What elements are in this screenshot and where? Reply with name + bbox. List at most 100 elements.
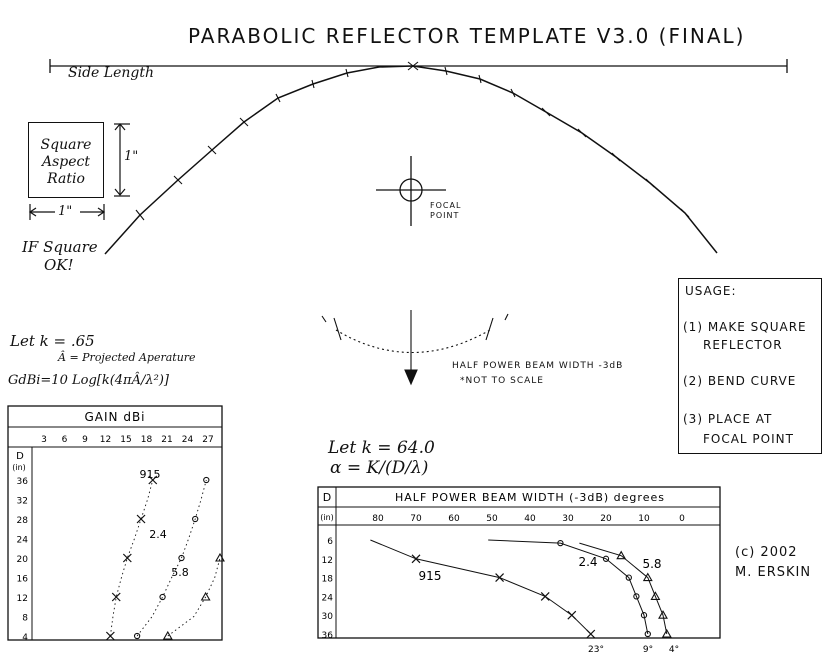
beam-chart-x-tick-label: 20 (600, 514, 612, 524)
beam-data-point (650, 591, 661, 600)
usage-step: (1) MAKE SQUARE (683, 320, 807, 334)
beam-chart-x-tick-label: 80 (372, 514, 384, 524)
beam-data-point (411, 554, 421, 564)
aspect-width-label: 1" (58, 204, 73, 219)
gain-chart-x-tick-label: 18 (141, 435, 153, 445)
beam-data-point (640, 612, 648, 619)
beam-end-label: 4° (669, 645, 679, 655)
focal-point-label: FOCAL (430, 201, 462, 210)
beam-chart-frame (317, 486, 721, 639)
beam-width-note: HALF POWER BEAM WIDTH -3dB (452, 361, 624, 371)
gain-chart-y-tick-label: 4 (22, 633, 28, 643)
beam-chart-y-header: D (323, 491, 331, 504)
beam-series-label: 5.8 (642, 557, 661, 571)
not-to-scale-note: *NOT TO SCALE (460, 376, 544, 386)
gain-data-point (148, 475, 158, 485)
beam-formula: α = K/(D/λ) (330, 458, 429, 478)
gain-data-point (215, 552, 225, 562)
usage-step: FOCAL POINT (703, 432, 794, 446)
page-title: PARABOLIC REFLECTOR TEMPLATE V3.0 (FINAL… (188, 24, 746, 48)
gain-chart-x-tick-label: 27 (202, 435, 213, 445)
gain-chart-x-tick-label: 6 (62, 435, 68, 445)
ok-label: OK! (44, 256, 74, 274)
beam-data-point (567, 610, 577, 620)
beam-let-k: Let k = 64.0 (328, 438, 435, 458)
gain-chart-y-tick-label: 8 (22, 614, 28, 624)
aspect-dimension-arrows (28, 123, 130, 220)
usage-step: (2) BEND CURVE (683, 374, 797, 388)
gain-chart-y-tick-label: 28 (17, 516, 29, 526)
gain-formula: GdBi=10 Log[k(4πÂ/λ²)] (8, 373, 169, 388)
aspect-ratio-box: Square Aspect Ratio (28, 122, 104, 198)
gain-data-point (192, 515, 199, 523)
side-length-label: Side Length (68, 65, 154, 81)
beam-data-point (633, 593, 640, 600)
gain-series-label: 2.4 (149, 528, 167, 541)
gain-chart-y-header: D (16, 451, 24, 462)
gain-series-line (136, 479, 207, 637)
gain-chart-y-tick-label: 32 (17, 497, 28, 507)
gain-data-point (133, 632, 141, 640)
beam-chart-y-tick-label: 6 (327, 537, 333, 547)
gain-data-point (200, 591, 211, 601)
copyright-author: M. ERSKIN (735, 565, 812, 580)
gain-data-point (122, 553, 132, 563)
beam-data-point (644, 630, 651, 638)
usage-title: USAGE: (685, 284, 737, 298)
gain-series-line (167, 557, 221, 637)
gain-chart-y-tick-label: 16 (17, 575, 29, 585)
beam-end-label: 9° (643, 645, 653, 655)
gain-chart-y-unit: (in) (12, 463, 26, 472)
usage-box: USAGE: (1) MAKE SQUARE REFLECTOR (2) BEN… (678, 278, 822, 454)
usage-step: REFLECTOR (703, 338, 783, 352)
beam-end-label: 23° (588, 645, 604, 655)
beam-chart-x-tick-label: 70 (410, 514, 422, 524)
beam-chart-x-tick-label: 40 (524, 514, 536, 524)
beam-data-point (661, 628, 672, 638)
beam-data-point (658, 610, 668, 619)
copyright-year: (c) 2002 (735, 545, 798, 560)
gain-let-k: Let k = .65 (10, 332, 95, 350)
aspect-box-line: Aspect (41, 154, 90, 170)
beam-data-point (557, 539, 564, 547)
gain-series-label: 915 (140, 468, 161, 481)
gain-chart-x-tick-label: 3 (41, 435, 47, 445)
aperture-definition: Â = Projected Aperature (58, 351, 196, 364)
aspect-box-line: Square (40, 137, 92, 153)
beam-data-point (586, 629, 596, 639)
gain-data-point (105, 631, 115, 641)
beam-chart-y-tick-label: 12 (322, 556, 333, 566)
beam-data-point (495, 573, 505, 583)
beam-chart-x-tick-label: 0 (679, 514, 685, 524)
gain-chart-y-tick-label: 12 (17, 594, 28, 604)
focal-point-label: POINT (430, 211, 460, 220)
beam-chart-title: HALF POWER BEAM WIDTH (-3dB) degrees (395, 491, 665, 504)
gain-chart-y-tick-label: 36 (17, 477, 29, 487)
beam-width-drawing (321, 310, 509, 386)
gain-chart-x-tick-label: 21 (161, 435, 172, 445)
aspect-box-line: Ratio (47, 171, 85, 187)
gain-chart-x-tick-label: 12 (100, 435, 111, 445)
beam-data-point (625, 574, 632, 581)
gain-chart-x-tick-label: 15 (120, 435, 131, 445)
beam-chart-x-tick-label: 30 (562, 514, 574, 524)
beam-chart-y-unit: (in) (320, 513, 334, 522)
curve-ticks (135, 61, 690, 221)
gain-chart-frame (7, 405, 223, 641)
beam-chart-y-tick-label: 18 (322, 575, 334, 585)
gain-data-point (162, 630, 173, 640)
aspect-height-label: 1" (124, 149, 139, 164)
gain-data-point (203, 476, 210, 484)
beam-data-point (642, 572, 653, 582)
gain-data-point (159, 593, 166, 601)
beam-data-point (602, 555, 610, 562)
gain-chart-x-tick-label: 24 (182, 435, 194, 445)
gain-series-line (109, 479, 154, 637)
beam-data-point (540, 591, 550, 601)
if-square-label: IF Square (22, 238, 98, 256)
beam-chart-x-tick-label: 60 (448, 514, 460, 524)
beam-chart-y-tick-label: 30 (322, 612, 334, 622)
gain-series-label: 5.8 (171, 566, 189, 579)
beam-series-line (370, 539, 592, 635)
